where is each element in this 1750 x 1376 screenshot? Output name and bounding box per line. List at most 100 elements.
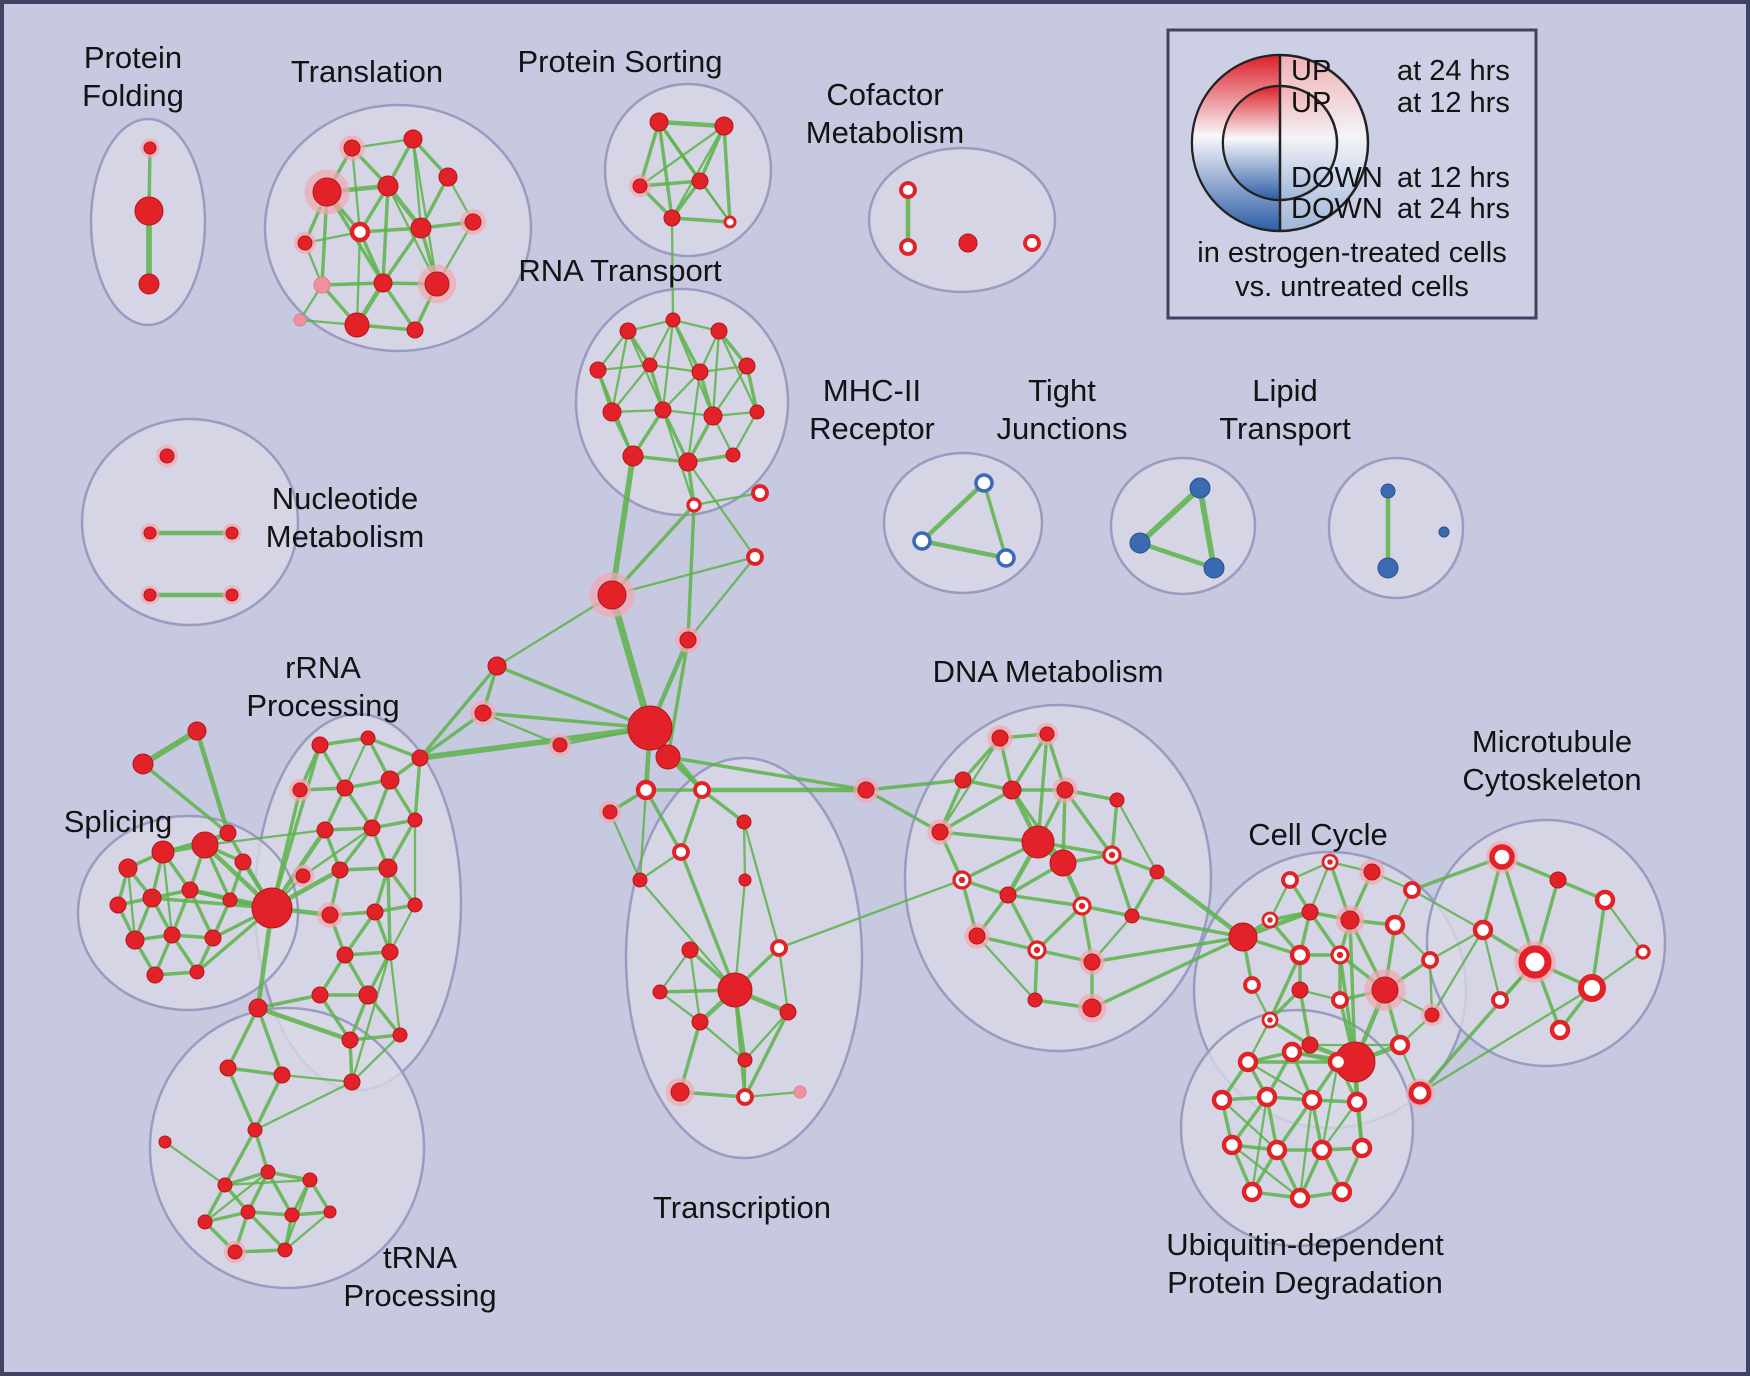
- network-node[interactable]: [304, 169, 350, 215]
- network-node[interactable]: [1052, 777, 1078, 803]
- network-node[interactable]: [1472, 919, 1494, 941]
- network-node[interactable]: [628, 174, 652, 198]
- network-node[interactable]: [109, 896, 127, 914]
- network-node[interactable]: [738, 357, 756, 375]
- network-node[interactable]: [336, 946, 354, 964]
- network-node[interactable]: [589, 361, 607, 379]
- network-node[interactable]: [999, 886, 1017, 904]
- network-node[interactable]: [181, 881, 199, 899]
- network-node[interactable]: [632, 872, 648, 888]
- network-node[interactable]: [1321, 853, 1339, 871]
- network-node[interactable]: [675, 627, 701, 653]
- network-node[interactable]: [222, 585, 242, 605]
- network-node[interactable]: [273, 1066, 291, 1084]
- network-node[interactable]: [1221, 1134, 1243, 1156]
- network-node[interactable]: [151, 840, 175, 864]
- network-node[interactable]: [487, 656, 507, 676]
- network-node[interactable]: [672, 843, 690, 861]
- network-node[interactable]: [665, 312, 681, 328]
- network-node[interactable]: [678, 452, 698, 472]
- network-node[interactable]: [234, 853, 252, 871]
- network-node[interactable]: [240, 1204, 256, 1220]
- network-node[interactable]: [1351, 1137, 1373, 1159]
- network-node[interactable]: [217, 1177, 233, 1193]
- network-node[interactable]: [1102, 845, 1122, 865]
- network-node[interactable]: [341, 1031, 359, 1049]
- network-node[interactable]: [291, 864, 315, 888]
- network-node[interactable]: [380, 770, 400, 790]
- network-node[interactable]: [853, 777, 879, 803]
- network-node[interactable]: [751, 484, 769, 502]
- network-node[interactable]: [140, 138, 160, 158]
- network-node[interactable]: [717, 972, 753, 1008]
- network-node[interactable]: [311, 986, 329, 1004]
- network-node[interactable]: [142, 888, 162, 908]
- network-node[interactable]: [736, 814, 752, 830]
- network-node[interactable]: [343, 1073, 361, 1091]
- network-node[interactable]: [714, 116, 734, 136]
- network-node[interactable]: [1364, 969, 1406, 1011]
- network-node[interactable]: [140, 585, 160, 605]
- network-node[interactable]: [1002, 780, 1022, 800]
- network-node[interactable]: [737, 1052, 753, 1068]
- network-node[interactable]: [146, 966, 164, 984]
- network-node[interactable]: [219, 1059, 237, 1077]
- network-node[interactable]: [247, 1122, 263, 1138]
- network-node[interactable]: [703, 406, 723, 426]
- network-node[interactable]: [378, 858, 398, 878]
- network-node[interactable]: [738, 873, 752, 887]
- network-node[interactable]: [313, 276, 331, 294]
- network-node[interactable]: [293, 313, 307, 327]
- network-node[interactable]: [1311, 1139, 1333, 1161]
- network-node[interactable]: [1380, 483, 1396, 499]
- network-node[interactable]: [138, 273, 160, 295]
- network-node[interactable]: [1241, 1181, 1263, 1203]
- network-node[interactable]: [598, 800, 622, 824]
- network-node[interactable]: [635, 779, 657, 801]
- network-node[interactable]: [360, 730, 376, 746]
- network-node[interactable]: [134, 196, 164, 226]
- network-node[interactable]: [407, 812, 423, 828]
- network-node[interactable]: [331, 861, 349, 879]
- network-node[interactable]: [349, 221, 371, 243]
- network-node[interactable]: [793, 1085, 807, 1099]
- network-node[interactable]: [1301, 1036, 1319, 1054]
- network-node[interactable]: [1256, 1086, 1278, 1108]
- network-node[interactable]: [1405, 1078, 1435, 1108]
- network-node[interactable]: [1129, 532, 1151, 554]
- network-node[interactable]: [746, 548, 764, 566]
- network-node[interactable]: [336, 779, 354, 797]
- network-node[interactable]: [1331, 1181, 1353, 1203]
- network-node[interactable]: [118, 858, 138, 878]
- network-node[interactable]: [1035, 722, 1059, 746]
- network-node[interactable]: [1203, 557, 1225, 579]
- network-node[interactable]: [1377, 557, 1399, 579]
- network-node[interactable]: [248, 998, 268, 1018]
- network-node[interactable]: [251, 887, 293, 929]
- network-node[interactable]: [1243, 976, 1261, 994]
- network-node[interactable]: [1289, 944, 1311, 966]
- network-node[interactable]: [619, 322, 637, 340]
- network-node[interactable]: [470, 700, 496, 726]
- network-node[interactable]: [1027, 940, 1047, 960]
- network-node[interactable]: [899, 238, 917, 256]
- network-node[interactable]: [1359, 859, 1385, 885]
- network-node[interactable]: [1514, 941, 1556, 983]
- network-node[interactable]: [1384, 914, 1406, 936]
- network-node[interactable]: [691, 172, 709, 190]
- network-node[interactable]: [655, 744, 681, 770]
- network-node[interactable]: [1049, 849, 1077, 877]
- network-node[interactable]: [410, 217, 432, 239]
- network-node[interactable]: [277, 1242, 293, 1258]
- network-node[interactable]: [1281, 871, 1299, 889]
- network-node[interactable]: [1577, 973, 1607, 1003]
- network-node[interactable]: [316, 821, 334, 839]
- network-node[interactable]: [163, 926, 181, 944]
- network-node[interactable]: [392, 1027, 408, 1043]
- network-node[interactable]: [381, 943, 399, 961]
- network-node[interactable]: [779, 1003, 797, 1021]
- network-node[interactable]: [373, 273, 393, 293]
- network-node[interactable]: [736, 1088, 754, 1106]
- network-node[interactable]: [654, 401, 672, 419]
- network-node[interactable]: [358, 985, 378, 1005]
